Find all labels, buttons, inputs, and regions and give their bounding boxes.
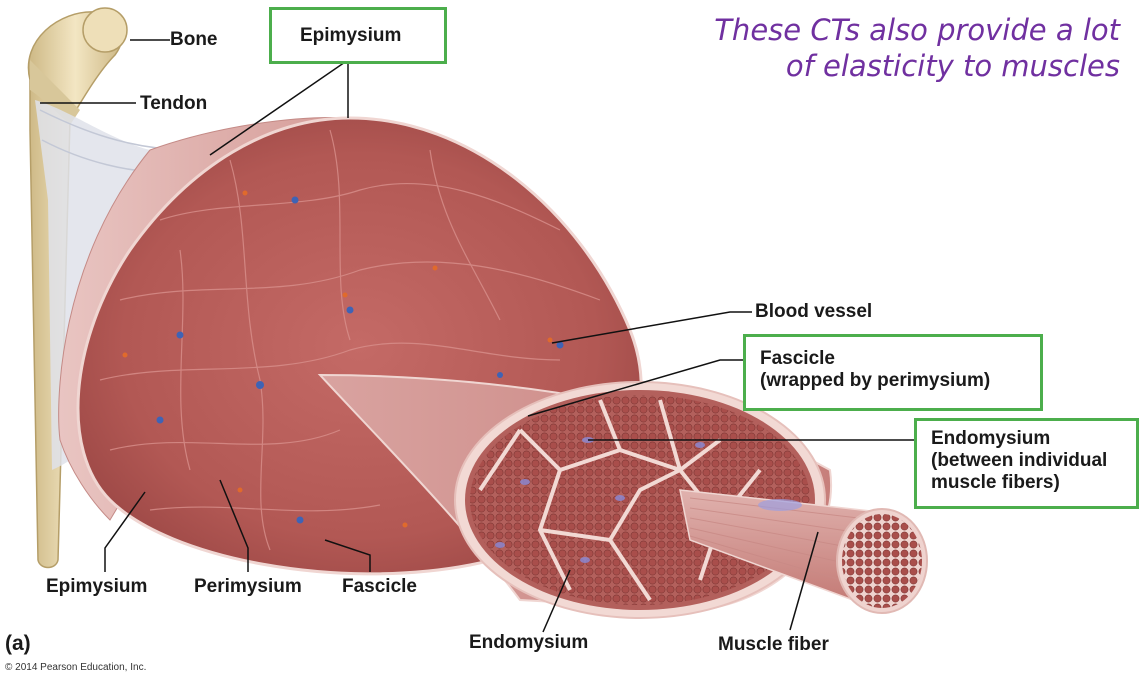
- label-fascicle-boxed-line1: Fascicle: [760, 348, 835, 369]
- annotation-note-line2: of elasticity to muscles: [785, 49, 1120, 84]
- label-fascicle-boxed-line2: (wrapped by perimysium): [760, 369, 991, 391]
- annotation-note-line1: These CTs also provide a lot: [714, 13, 1120, 47]
- label-endomysium-bottom: Endomysium: [469, 632, 589, 653]
- label-endomysium-boxed-line3: muscle fibers): [931, 471, 1060, 493]
- label-endomysium-boxed-line1: Endomysium: [931, 428, 1051, 449]
- highlight-box-epimysium: [269, 7, 447, 64]
- label-tendon: Tendon: [140, 93, 208, 114]
- muscle-fiber: [679, 489, 928, 614]
- panel-label: (a): [5, 632, 31, 655]
- label-fascicle-boxed: Fascicle (wrapped by perimysium): [760, 348, 990, 392]
- highlight-box-endomysium: [914, 418, 1139, 509]
- label-epimysium-bottom: Epimysium: [46, 576, 148, 597]
- highlight-box-fascicle: [743, 334, 1043, 411]
- annotation-note: These CTs also provide a lot of elastici…: [714, 12, 1120, 85]
- label-blood-vessel: Blood vessel: [755, 301, 873, 322]
- label-epimysium-top: Epimysium: [300, 25, 402, 46]
- label-fascicle-bottom: Fascicle: [342, 576, 417, 597]
- label-muscle-fiber: Muscle fiber: [718, 634, 829, 655]
- label-endomysium-boxed-line2: (between individual: [931, 449, 1108, 471]
- label-perimysium: Perimysium: [194, 576, 302, 597]
- label-endomysium-boxed: Endomysium (between individual muscle fi…: [931, 428, 1107, 494]
- copyright: © 2014 Pearson Education, Inc.: [5, 662, 147, 673]
- label-bone: Bone: [170, 29, 218, 50]
